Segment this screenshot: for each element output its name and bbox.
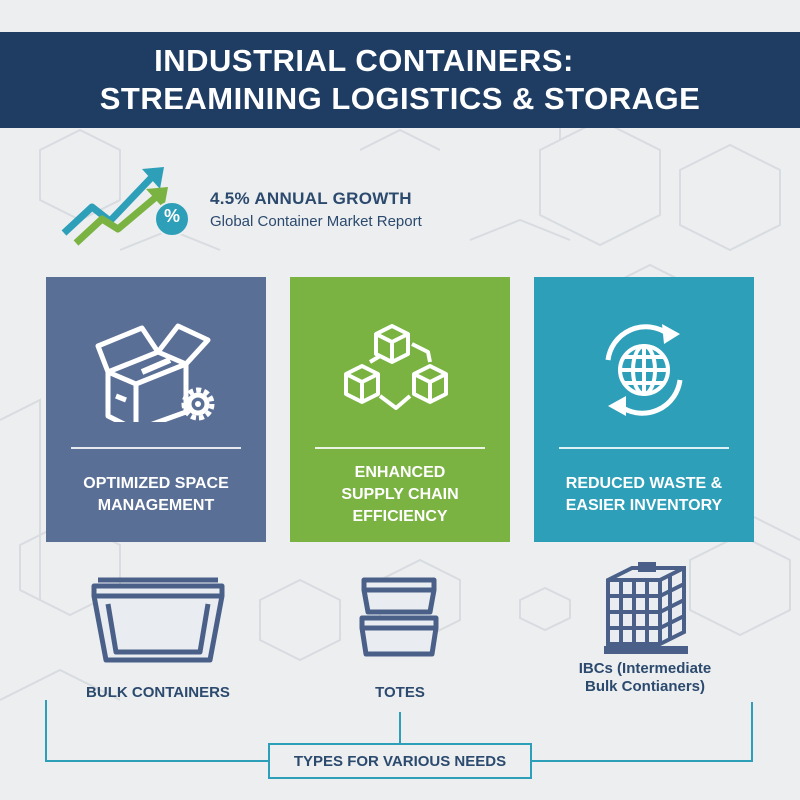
- type-label-ibc: IBCs (Intermediate Bulk Contianers): [578, 660, 712, 695]
- card-divider: [71, 447, 241, 449]
- growth-subtitle: Global Container Market Report: [210, 213, 422, 230]
- card-divider: [559, 447, 729, 449]
- type-label-bulk: BULK CONTAINERS: [86, 684, 230, 701]
- header-banner: INDUSTRIAL CONTAINERS: STREAMINING LOGIS…: [0, 32, 800, 128]
- benefit-label-waste: REDUCED WASTE & EASIER INVENTORY: [565, 474, 723, 514]
- benefit-label-space: OPTIMIZED SPACE MANAGEMENT: [83, 474, 229, 514]
- boxes-network-icon: [344, 324, 448, 410]
- type-label-totes: TOTES: [375, 684, 425, 701]
- page-title-line-2: STREAMINING LOGISTICS & STORAGE: [99, 81, 701, 116]
- benefit-card-space: OPTIMIZED SPACE MANAGEMENT: [46, 277, 266, 542]
- benefit-card-waste: REDUCED WASTE & EASIER INVENTORY: [534, 277, 754, 542]
- box-gear-icon: [95, 323, 215, 422]
- types-bracket: [45, 700, 753, 762]
- growth-title: 4.5% ANNUAL GROWTH: [210, 189, 412, 208]
- trend-arrows-icon: [61, 167, 190, 246]
- card-divider: [315, 447, 485, 449]
- growth-stat: % 4.5% ANNUAL GROWTH Global Container Ma…: [60, 163, 480, 247]
- benefit-label-supply-chain: ENHANCED SUPPLY CHAIN EFFICIENCY: [341, 463, 459, 525]
- ibc-tank-icon: [604, 562, 688, 654]
- globe-recycle-icon: [605, 324, 683, 416]
- stacked-totes-icon: [359, 577, 439, 657]
- types-caption: TYPES FOR VARIOUS NEEDS: [268, 743, 532, 779]
- bulk-container-icon: [91, 577, 225, 663]
- page-title-line-1: INDUSTRIAL CONTAINERS:: [154, 43, 574, 78]
- benefit-card-supply-chain: ENHANCED SUPPLY CHAIN EFFICIENCY: [290, 277, 510, 542]
